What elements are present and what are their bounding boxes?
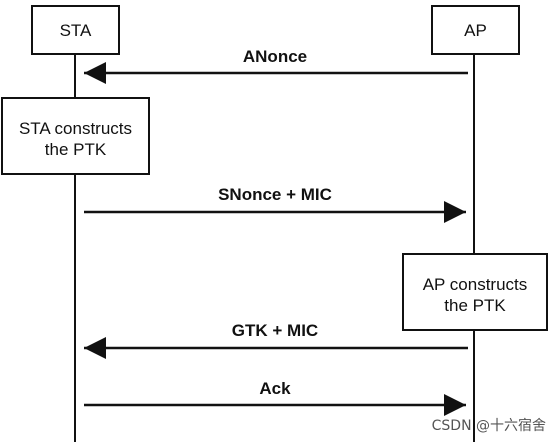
message-gtk-mic: GTK + MIC [84,321,468,359]
sta-label: STA [60,21,92,40]
message-anonce-label: ANonce [243,47,307,66]
message-ack-label: Ack [259,379,291,398]
message-gtk-mic-label: GTK + MIC [232,321,318,340]
message-ack: Ack [84,379,466,416]
ap-participant-box: AP [431,5,520,55]
ap-note-line-2: the PTK [444,296,506,315]
ap-note-line-1: AP constructs [423,275,528,294]
sta-participant-box: STA [31,5,120,55]
message-snonce-mic: SNonce + MIC [84,185,466,223]
ap-label: AP [464,21,487,40]
message-snonce-mic-label: SNonce + MIC [218,185,332,204]
sta-note-box: STA constructs the PTK [1,97,150,175]
ap-note-box: AP constructs the PTK [402,253,548,331]
sta-note-line-1: STA constructs [19,119,132,138]
watermark: CSDN @十六宿舍 [432,417,546,434]
message-anonce: ANonce [84,47,468,84]
sta-note-line-2: the PTK [45,140,107,159]
